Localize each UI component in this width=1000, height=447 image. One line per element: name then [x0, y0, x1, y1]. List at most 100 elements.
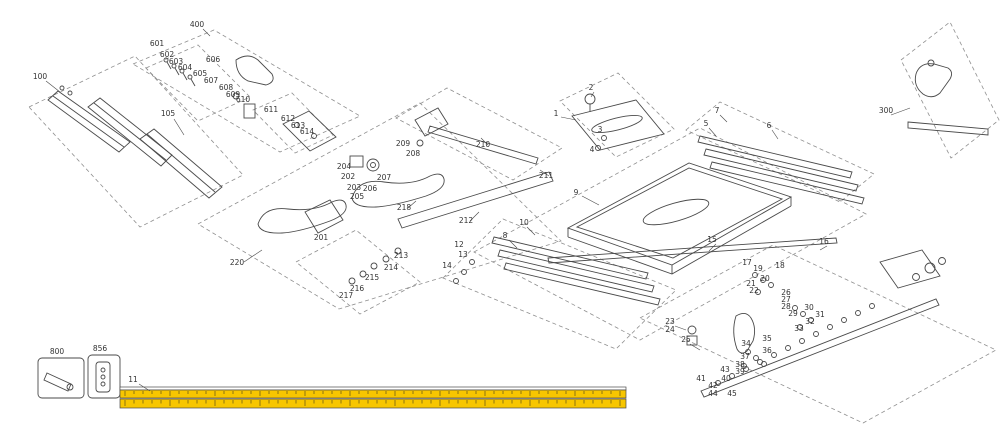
hw-35: [753, 355, 759, 361]
part-label-28: 28: [781, 302, 791, 311]
pivot-gear-hub: [370, 162, 376, 168]
rail-10: [497, 249, 655, 293]
miter-knob: [584, 93, 596, 105]
group-box-stand: [639, 244, 997, 424]
blade-wrench: [95, 361, 111, 393]
part-label-41: 41: [696, 374, 706, 383]
hw-30: [808, 317, 814, 323]
part-label-601: 601: [150, 39, 165, 48]
part-label-8: 8: [503, 231, 508, 240]
part-label-3: 3: [598, 125, 603, 134]
bar-210: [427, 125, 539, 165]
rail-5: [697, 135, 853, 179]
part-label-602: 602: [160, 50, 175, 59]
part-label-100: 100: [33, 72, 48, 81]
part-label-610: 610: [236, 95, 251, 104]
part-label-604: 604: [178, 63, 193, 72]
box-800: [37, 357, 85, 399]
part-label-10: 10: [519, 218, 529, 227]
leader-line: [243, 249, 263, 263]
part-label-20: 20: [760, 274, 770, 283]
part-label-800: 800: [50, 347, 65, 356]
bracket-201: [304, 199, 344, 234]
hw-19: [768, 282, 774, 288]
flat-bar-212: [397, 171, 554, 229]
screw-216: [359, 270, 367, 278]
screw-217: [348, 277, 356, 285]
part-label-27: 27: [781, 295, 791, 304]
box-856: [87, 354, 121, 399]
part-label-16: 16: [819, 237, 829, 246]
part-label-208: 208: [406, 149, 421, 158]
part-label-26: 26: [781, 288, 791, 297]
group-box-220: [197, 102, 562, 310]
part-label-603: 603: [169, 57, 184, 66]
hw-18: [760, 277, 766, 283]
part-label-36: 36: [762, 346, 772, 355]
screw-603-stem: [182, 72, 188, 81]
washer-609: [232, 92, 240, 100]
bracket-202: [349, 155, 364, 168]
table-top-inner: [575, 167, 784, 259]
screw-100b: [67, 90, 73, 96]
part-label-216: 216: [350, 284, 365, 293]
part-label-202: 202: [341, 172, 356, 181]
blade-slot: [642, 198, 710, 226]
part-label-38: 38: [735, 360, 745, 369]
wheel-small-b: [912, 273, 920, 281]
hardware-k: [855, 310, 861, 316]
hw-27: [800, 311, 806, 317]
hardware-b: [729, 373, 735, 379]
part-label-12: 12: [454, 240, 464, 249]
plate-hole-613: [311, 133, 317, 139]
part-label-15: 15: [707, 235, 717, 244]
part-label-1: 1: [554, 109, 559, 118]
part-label-44: 44: [708, 389, 718, 398]
group-box-100: [28, 55, 244, 228]
hw-26: [792, 305, 798, 311]
group-box-400: [132, 29, 361, 153]
screw-14: [453, 278, 459, 284]
block-610: [243, 103, 256, 119]
lock-lever: [733, 313, 756, 354]
part-label-214: 214: [384, 263, 399, 272]
wheel-small-a: [938, 257, 946, 265]
fence-profile-105: [139, 128, 223, 199]
fence-profile-a: [47, 90, 131, 153]
part-label-25: 25: [681, 335, 691, 344]
hw-37: [741, 363, 747, 369]
hw-34: [745, 349, 751, 355]
hardware-j: [841, 317, 847, 323]
part-label-29: 29: [788, 309, 798, 318]
part-label-11: 11: [128, 375, 138, 384]
leader-line: [771, 129, 779, 140]
part-label-215: 215: [365, 273, 380, 282]
plate-611: [282, 110, 337, 152]
screw-213: [394, 247, 402, 255]
part-label-300: 300: [879, 106, 894, 115]
part-label-45: 45: [727, 389, 737, 398]
part-label-213: 213: [394, 251, 409, 260]
hardware-h: [813, 331, 819, 337]
rail-6: [703, 148, 859, 192]
miter-screw-4: [595, 145, 601, 151]
part-label-608: 608: [219, 83, 234, 92]
part-label-6: 6: [767, 121, 772, 130]
leader-line: [819, 245, 828, 251]
part-label-207: 207: [377, 173, 392, 182]
wrench-hole-c: [100, 381, 106, 387]
part-label-203: 203: [347, 183, 362, 192]
wheel-large: [924, 262, 936, 274]
screw-214: [382, 255, 390, 263]
screw-215: [370, 262, 378, 270]
miter-plate: [571, 99, 665, 151]
group-box-table: [473, 127, 867, 341]
screw-602-stem: [174, 67, 180, 76]
hardware-g: [799, 338, 805, 344]
group-box-208: [395, 87, 563, 181]
clamp-bracket-605: [235, 55, 274, 86]
screw-12: [469, 259, 475, 265]
part-label-205: 205: [350, 192, 365, 201]
part-label-400: 400: [190, 20, 205, 29]
